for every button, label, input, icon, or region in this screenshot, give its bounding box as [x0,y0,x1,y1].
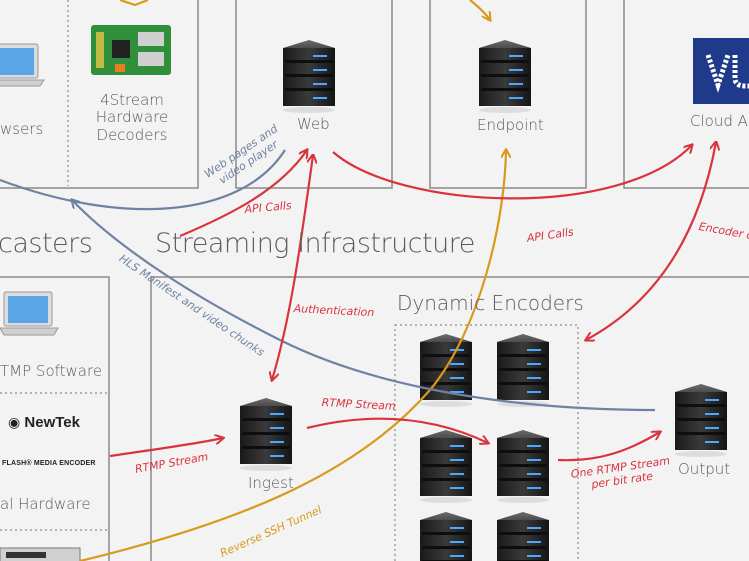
server-icon-encoder-6 [497,512,549,561]
laptop-icon [0,291,59,336]
label-web: Web [297,115,330,133]
box-broadcasters [0,276,110,561]
server-icon-output [675,384,727,457]
arrow-rtmp-stream-1 [109,438,223,458]
label-output: Output [678,460,731,478]
hardware-device-icon [0,547,81,561]
section-streaming-infrastructure: Streaming Infrastructure [155,228,475,259]
arrow-top-orange-2 [469,0,490,20]
label-endpoint: Endpoint [477,116,544,134]
arrow-encoder-control [586,142,716,340]
label-ingest: Ingest [248,474,294,492]
flash-logo-icon: FLASH® MEDIA ENCODER [2,460,96,467]
box-infrastructure [150,276,749,561]
label-hardware-decoders: 4Stream Hardware Decoders [95,91,169,144]
arrow-authentication [272,155,313,380]
label-rtmp-software: TMP Software [0,362,103,380]
label-hardware: al Hardware [0,495,91,513]
server-icon-endpoint [479,40,531,113]
section-broadcasters: casters [0,228,93,259]
section-dynamic-encoders: Dynamic Encoders [397,291,584,315]
arrow-api-calls-2 [332,145,692,200]
box-endpoint [429,0,587,189]
cloud-logo-icon [693,38,749,104]
server-icon-encoder-4 [497,430,549,503]
laptop-icon [0,43,45,87]
arrow-web-pages [0,149,286,211]
arrow-reverse-ssh [79,150,506,561]
bottom-boxes [0,276,749,561]
red-arrows [109,142,716,462]
server-icon-ingest [240,398,292,471]
label-browsers: wsers [0,120,44,138]
raspberry-pi-icon [91,25,171,75]
box-viewers [0,0,199,189]
server-icon-web [283,40,335,113]
arrow-top-orange-1 [119,0,149,7]
server-icon-encoder-5 [420,512,472,561]
box-dynamic-encoders [394,324,579,561]
newtek-logo-icon: ◉ NewTek [8,414,80,431]
server-icon-encoder-3 [420,430,472,503]
arrow-one-rtmp [557,432,660,462]
orange-arrows [79,0,506,561]
arrow-rtmp-stream-2 [306,417,488,443]
label-cloud: Cloud A [690,112,748,130]
server-icon-encoder-2 [497,334,549,407]
